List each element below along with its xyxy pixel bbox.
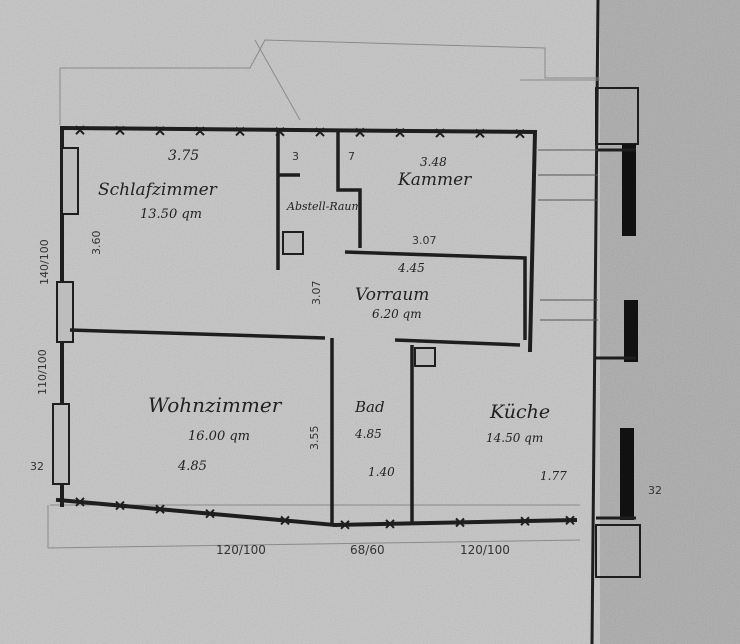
wall-tick-mark [275,127,285,137]
bad-width: 4.85 [354,427,382,441]
abstellraum-label: Abstell-Raum [286,200,362,213]
kammer-height: 3.48 [420,155,447,169]
wohnzimmer-width: 4.85 [177,459,207,474]
kueche-width: 1.77 [540,469,567,483]
schlafzimmer-area: 13.50 qm [140,207,202,222]
chimney-blocks [282,231,436,367]
wall-tick-mark [340,520,350,530]
wall-tick-mark [395,127,405,138]
vorraum-area: 6.20 qm [372,307,422,321]
wall-tick-mark [115,125,125,136]
wall-tick-mark [515,128,525,139]
wall-tick-mark [565,515,575,526]
wall-dim-mid: 3.55 [308,426,321,451]
wall-tick-mark [435,128,445,138]
right-edge-dim: 32 [648,484,662,497]
staircase-lines [538,149,598,321]
wall-tick-mark [455,517,465,528]
wohnzimmer-area: 16.00 qm [188,429,250,444]
schlafzimmer-height: 3.75 [168,148,199,164]
wall-tick-mark [75,497,85,507]
wall-tick-mark [475,128,485,139]
bad-sub-mark: 1.40 [368,465,395,479]
wall-tick-mark [355,127,365,138]
wall-tick-mark [315,127,325,137]
wall-tick-mark [520,516,530,526]
window-dim-left-top: 140/100 [38,239,51,285]
construction-lines [47,39,600,549]
wall-tick-mark [115,500,125,511]
wall-tick-mark [75,125,85,135]
kueche-area: 14.50 qm [486,431,543,445]
right-exterior-blocks [595,87,641,578]
wall-tick-mark [280,515,290,526]
wall-dim-left-top: 3.60 [90,231,103,256]
interior-walls [69,130,527,525]
schlafzimmer-label: Schlafzimmer [98,180,218,200]
wohnzimmer-label: Wohnzimmer [148,393,283,417]
corridor-dim: 3.07 [310,281,323,306]
window-dim-left-bottom: 110/100 [36,349,49,395]
wall-tick-mark [155,504,165,514]
small-dim-2: 7 [348,150,355,163]
kammer-label: Kammer [397,170,472,190]
wall-tick-marks [75,125,575,530]
kueche-label: Küche [489,401,550,423]
vorraum-label: Vorraum [355,285,429,305]
left-edge-dim: 32 [30,460,44,473]
inner-dim: 3.07 [412,234,437,247]
wall-tick-mark [155,126,165,136]
window-dim-bottom-2: 68/60 [350,543,385,557]
left-window-frames [52,147,79,485]
wall-tick-mark [385,519,395,529]
wall-tick-mark [235,126,245,137]
wall-tick-mark [205,508,215,519]
window-dim-bottom-1: 120/100 [216,543,266,557]
small-dim-1: 3 [292,150,299,163]
bad-label: Bad [354,398,385,416]
vorraum-width: 4.45 [397,261,425,275]
wall-tick-mark [195,126,205,136]
window-dim-bottom-3: 120/100 [460,543,510,557]
